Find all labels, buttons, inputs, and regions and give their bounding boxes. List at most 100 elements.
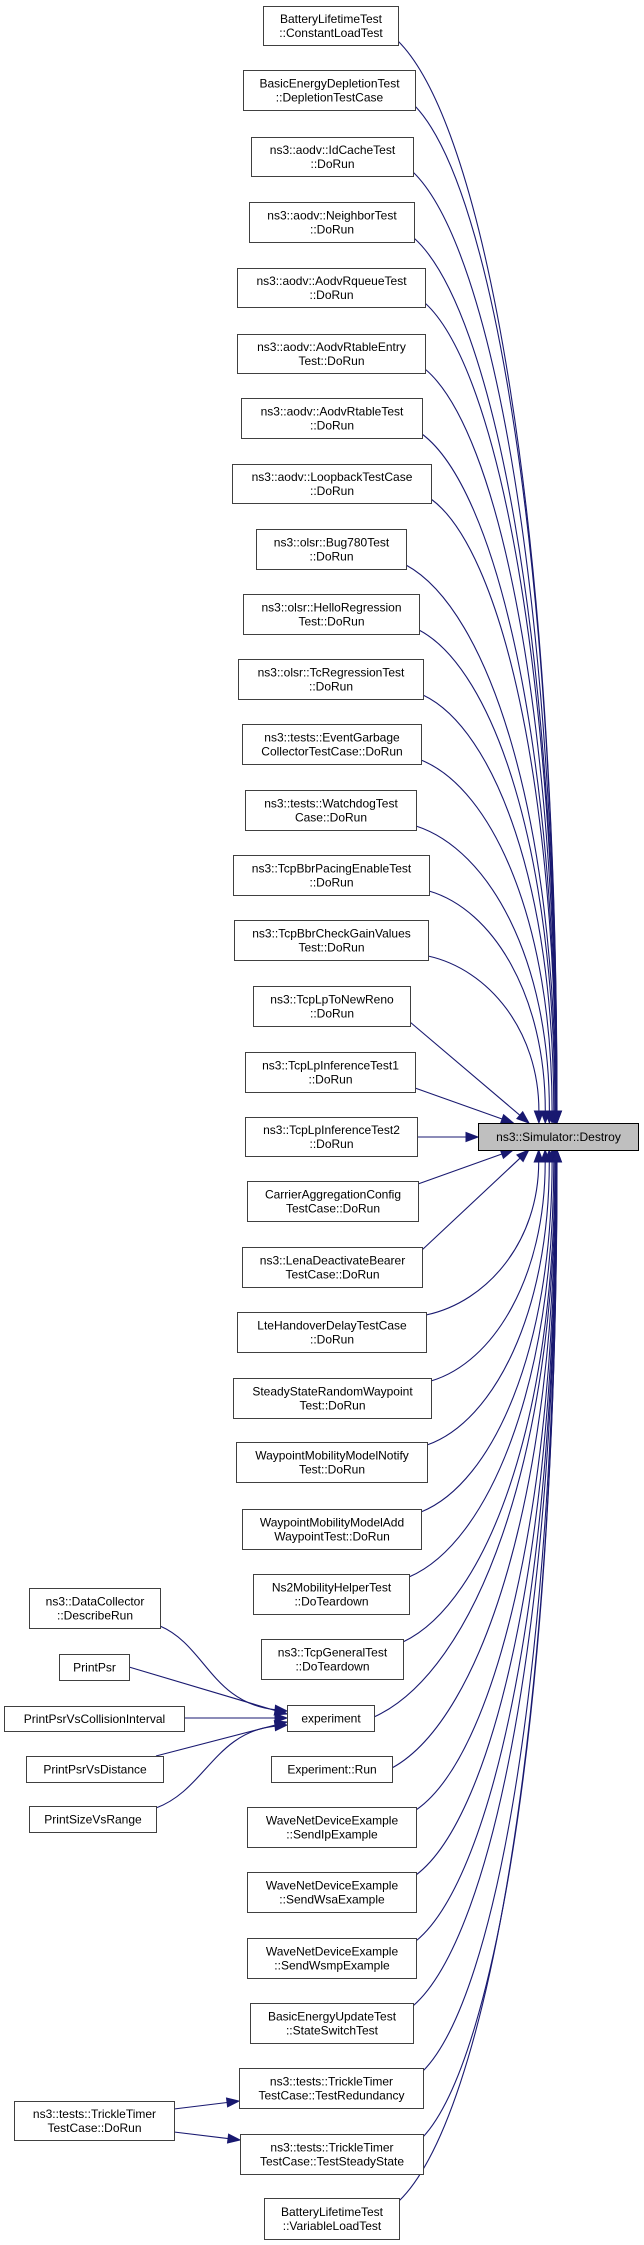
caller-node-aodv-neighbor[interactable]: ns3::aodv::NeighborTest::DoRun <box>249 202 415 243</box>
caller-node-aodv-rtable[interactable]: ns3::aodv::AodvRtableTest::DoRun <box>241 398 423 439</box>
node-box <box>247 1807 417 1848</box>
node-label: LteHandoverDelayTestCase <box>257 1319 407 1333</box>
node-box <box>245 1052 416 1093</box>
node-box <box>253 1574 410 1615</box>
node-label: ::DoRun <box>310 1007 354 1021</box>
node-label: ns3::TcpLpInferenceTest2 <box>263 1123 400 1137</box>
caller-node-trickle-redundancy[interactable]: ns3::tests::TrickleTimerTestCase::TestRe… <box>239 2068 424 2109</box>
caller-node-printpsr-collision[interactable]: PrintPsrVsCollisionInterval <box>4 1706 185 1732</box>
caller-node-battery-constantload[interactable]: BatteryLifetimeTest::ConstantLoadTest <box>263 6 399 46</box>
node-label: ::SendIpExample <box>286 1828 378 1842</box>
call-edge-tcplp-newreno-to-destroy <box>409 1021 530 1124</box>
node-label: BasicEnergyUpdateTest <box>268 2010 397 2024</box>
node-label: WaypointTest::DoRun <box>274 1530 390 1544</box>
caller-node-tcplp-newreno[interactable]: ns3::TcpLpToNewReno::DoRun <box>253 986 411 1027</box>
node-box <box>287 1705 375 1732</box>
caller-node-tests-eventgc[interactable]: ns3::tests::EventGarbageCollectorTestCas… <box>242 724 422 765</box>
caller-node-printpsr[interactable]: PrintPsr <box>59 1654 130 1681</box>
call-edge-olsr-tc-to-destroy <box>422 694 560 1125</box>
edge-line <box>173 2101 228 2110</box>
caller-node-experiment[interactable]: experiment <box>287 1705 375 1732</box>
node-box <box>4 1706 185 1732</box>
caller-node-tcpbbr-pacing[interactable]: ns3::TcpBbrPacingEnableTest::DoRun <box>233 855 430 896</box>
call-edge-tcpbbr-gain-to-destroy <box>427 955 545 1125</box>
node-label: ::ConstantLoadTest <box>279 26 383 40</box>
edge-line <box>426 1161 550 1446</box>
caller-node-wave-sendip[interactable]: WaveNetDeviceExample::SendIpExample <box>247 1807 417 1848</box>
caller-node-aodv-loopback[interactable]: ns3::aodv::LoopbackTestCase::DoRun <box>232 464 432 504</box>
caller-node-olsr-tc[interactable]: ns3::olsr::TcRegressionTest::DoRun <box>238 659 424 700</box>
node-label: BatteryLifetimeTest <box>280 12 383 26</box>
caller-node-tcpgeneral-teardown[interactable]: ns3::TcpGeneralTest::DoTeardown <box>261 1639 404 1680</box>
arrowhead-icon <box>225 2097 241 2108</box>
caller-node-printpsr-distance[interactable]: PrintPsrVsDistance <box>26 1756 164 1783</box>
caller-node-trickle-steadystate[interactable]: ns3::tests::TrickleTimerTestCase::TestSt… <box>240 2134 424 2175</box>
edge-line <box>425 1161 540 1316</box>
node-label: ns3::Simulator::Destroy <box>496 1130 621 1144</box>
node-box <box>239 2068 424 2109</box>
node-box <box>237 268 426 308</box>
node-label: ::DescribeRun <box>57 1609 133 1623</box>
caller-node-waypoint-add[interactable]: WaypointMobilityModelAddWaypointTest::Do… <box>242 1509 422 1550</box>
caller-node-ns2mobility-teardown[interactable]: Ns2MobilityHelperTest::DoTeardown <box>253 1574 410 1615</box>
call-edge-waypoint-notify-to-destroy <box>426 1148 555 1446</box>
node-box <box>261 1639 404 1680</box>
call-edge-olsr-bug780-to-destroy <box>405 564 561 1125</box>
node-label: ns3::olsr::Bug780Test <box>274 536 390 550</box>
caller-node-datacollector-describerun[interactable]: ns3::DataCollector::DescribeRun <box>29 1588 161 1629</box>
call-edge-aodv-rqueue-to-destroy <box>424 302 563 1125</box>
node-label: ns3::tests::WatchdogTest <box>264 797 398 811</box>
caller-node-lte-handover[interactable]: LteHandoverDelayTestCase::DoRun <box>237 1312 427 1353</box>
call-edge-aodv-rtableentry-to-destroy <box>424 368 562 1125</box>
edge-line <box>430 498 557 1112</box>
caller-node-aodv-rqueue[interactable]: ns3::aodv::AodvRqueueTest::DoRun <box>237 268 426 308</box>
caller-node-experiment-run[interactable]: Experiment::Run <box>271 1756 393 1783</box>
caller-node-battery-variableload[interactable]: BatteryLifetimeTest::VariableLoadTest <box>264 2198 400 2240</box>
caller-node-printsize-range[interactable]: PrintSizeVsRange <box>29 1806 157 1833</box>
edge-line <box>418 629 556 1112</box>
node-box <box>245 1117 418 1157</box>
edge-line <box>408 1161 555 1578</box>
caller-node-wave-sendwsa[interactable]: WaveNetDeviceExample::SendWsaExample <box>247 1872 417 1913</box>
edge-line <box>414 1087 503 1120</box>
node-label: PrintPsr <box>73 1661 116 1675</box>
edge-line <box>405 564 557 1112</box>
call-edge-aodv-rtable-to-destroy <box>421 433 562 1125</box>
node-box <box>247 1938 417 1979</box>
node-label: ns3::TcpLpToNewReno <box>270 993 394 1007</box>
caller-node-aodv-idcache[interactable]: ns3::aodv::IdCacheTest::DoRun <box>251 137 414 177</box>
call-edge-carrier-aggregation-to-destroy <box>417 1149 515 1185</box>
node-label: WaveNetDeviceExample <box>266 1814 399 1828</box>
node-label: ::SendWsmpExample <box>274 1959 390 1973</box>
call-edge-wave-sendip-to-destroy <box>415 1148 562 1811</box>
node-label: Test::DoRun <box>299 1399 365 1413</box>
call-edge-waypoint-add-to-destroy <box>420 1148 558 1513</box>
call-edge-experiment-to-destroy <box>373 1148 561 1718</box>
node-label: CarrierAggregationConfig <box>265 1188 401 1202</box>
edge-line <box>415 1161 557 1811</box>
caller-node-tcplp-inference2[interactable]: ns3::TcpLpInferenceTest2::DoRun <box>245 1117 418 1157</box>
node-label: ::DoRun <box>309 550 353 564</box>
node-label: ns3::aodv::AodvRqueueTest <box>256 274 407 288</box>
caller-node-basicenergy-stateswitch[interactable]: BasicEnergyUpdateTest::StateSwitchTest <box>250 2003 414 2044</box>
arrowhead-icon <box>540 1110 551 1125</box>
node-label: TestCase::TestSteadyState <box>260 2155 404 2169</box>
node-label: ::DoRun <box>309 288 353 302</box>
edge-line <box>159 1625 276 1711</box>
arrowhead-icon <box>274 1721 289 1732</box>
caller-node-wave-sendwsmp[interactable]: WaveNetDeviceExample::SendWsmpExample <box>247 1938 417 1979</box>
caller-node-olsr-bug780[interactable]: ns3::olsr::Bug780Test::DoRun <box>256 529 407 570</box>
caller-node-basicenergy-depletion[interactable]: BasicEnergyDepletionTest::DepletionTestC… <box>243 70 416 111</box>
caller-node-tcplp-inference1[interactable]: ns3::TcpLpInferenceTest1::DoRun <box>245 1052 416 1093</box>
edge-line <box>421 433 557 1112</box>
node-label: WaypointMobilityModelNotify <box>255 1449 409 1463</box>
